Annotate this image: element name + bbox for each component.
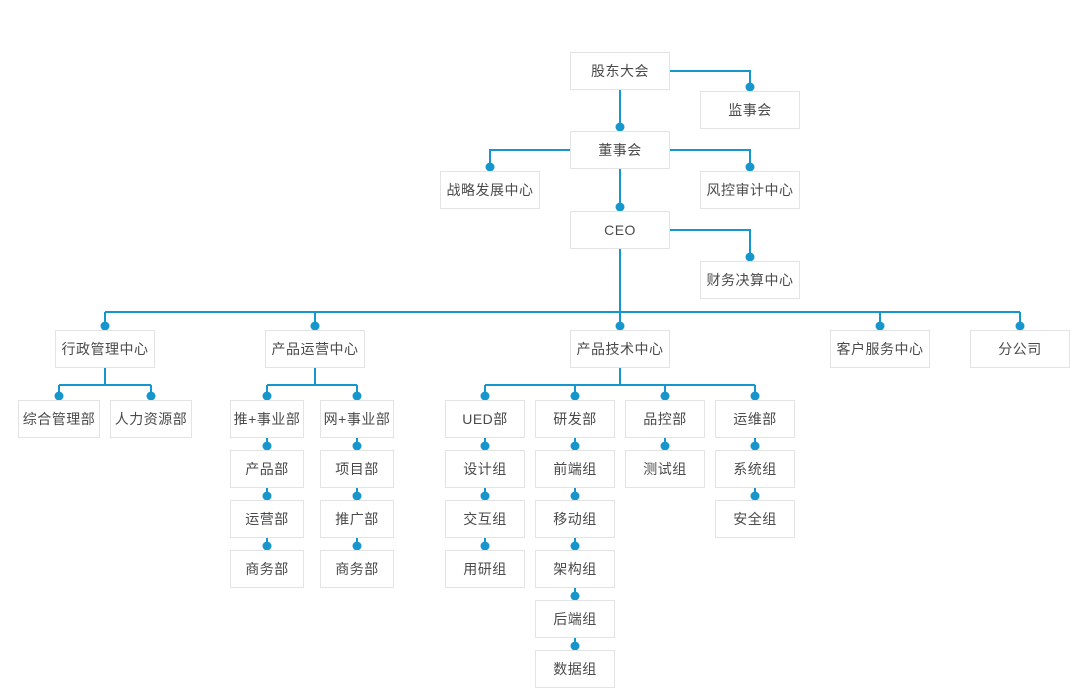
org-node-testing-team[interactable]: 测试组 [625,450,705,488]
connector-dot [485,162,495,172]
org-node-qc-dept[interactable]: 品控部 [625,400,705,438]
org-node-promotion-dept[interactable]: 推广部 [320,500,394,538]
org-node-data-team[interactable]: 数据组 [535,650,615,688]
connector-dot [1015,321,1025,331]
connector-dot [750,491,760,501]
org-node-security-team[interactable]: 安全组 [715,500,795,538]
org-node-human-resources-dept[interactable]: 人力资源部 [110,400,192,438]
connector-dot [262,491,272,501]
org-node-admin-management-center[interactable]: 行政管理中心 [55,330,155,368]
connector-dot [615,202,625,212]
connector-dot [750,391,760,401]
connector-dot [262,441,272,451]
org-node-general-management-dept[interactable]: 综合管理部 [18,400,100,438]
org-node-business-dept-2[interactable]: 商务部 [320,550,394,588]
connector-dot [570,541,580,551]
org-node-backend-team[interactable]: 后端组 [535,600,615,638]
connector-line [58,368,152,400]
connector-line [670,229,751,261]
connector-dot [54,391,64,401]
connector-line [670,149,751,171]
org-node-ued-dept[interactable]: UED部 [445,400,525,438]
connector-dot [352,391,362,401]
org-node-strategic-development-center[interactable]: 战略发展中心 [440,171,540,209]
connector-dot [262,541,272,551]
org-node-risk-audit-center[interactable]: 风控审计中心 [700,171,800,209]
org-node-frontend-team[interactable]: 前端组 [535,450,615,488]
connector-dot [875,321,885,331]
connector-dot [615,321,625,331]
connector-line [266,368,358,400]
connector-dot [660,391,670,401]
connector-dot [100,321,110,331]
org-node-design-team[interactable]: 设计组 [445,450,525,488]
org-node-financial-accounting-center[interactable]: 财务决算中心 [700,261,800,299]
connector-dot [480,391,490,401]
connector-dot [745,162,755,172]
connector-line [670,70,751,91]
org-node-shareholders-meeting[interactable]: 股东大会 [570,52,670,90]
connector-dot [660,441,670,451]
connector-dot [750,441,760,451]
connector-dot [480,491,490,501]
connector-dot [310,321,320,331]
connector-dot [480,441,490,451]
org-node-user-research-team[interactable]: 用研组 [445,550,525,588]
org-node-architecture-team[interactable]: 架构组 [535,550,615,588]
org-node-business-dept-1[interactable]: 商务部 [230,550,304,588]
connector-line [104,312,1021,330]
connector-dot [745,252,755,262]
org-node-product-operation-center[interactable]: 产品运营中心 [265,330,365,368]
connector-line [484,368,756,400]
org-node-product-technology-center[interactable]: 产品技术中心 [570,330,670,368]
org-node-customer-service-center[interactable]: 客户服务中心 [830,330,930,368]
connector-dot [570,491,580,501]
connector-dot [352,541,362,551]
org-node-tui-business-dept[interactable]: 推+事业部 [230,400,304,438]
connector-dot [615,122,625,132]
connector-dot [352,441,362,451]
org-node-wang-business-dept[interactable]: 网+事业部 [320,400,394,438]
org-node-rd-dept[interactable]: 研发部 [535,400,615,438]
connector-dot [480,541,490,551]
connector-dot [570,641,580,651]
connector-dot [146,391,156,401]
org-node-ops-dept[interactable]: 运维部 [715,400,795,438]
org-node-system-team[interactable]: 系统组 [715,450,795,488]
connector-dot [262,391,272,401]
connector-dot [570,591,580,601]
org-node-product-dept[interactable]: 产品部 [230,450,304,488]
org-node-ceo[interactable]: CEO [570,211,670,249]
connector-dot [570,391,580,401]
org-node-operation-dept[interactable]: 运营部 [230,500,304,538]
connector-dot [352,491,362,501]
org-node-board-of-directors[interactable]: 董事会 [570,131,670,169]
connector-dot [745,82,755,92]
org-node-mobile-team[interactable]: 移动组 [535,500,615,538]
org-node-interaction-team[interactable]: 交互组 [445,500,525,538]
connector-dot [570,441,580,451]
connector-line [489,149,570,171]
org-node-branch-company[interactable]: 分公司 [970,330,1070,368]
org-node-project-dept[interactable]: 项目部 [320,450,394,488]
org-node-supervisory-board[interactable]: 监事会 [700,91,800,129]
